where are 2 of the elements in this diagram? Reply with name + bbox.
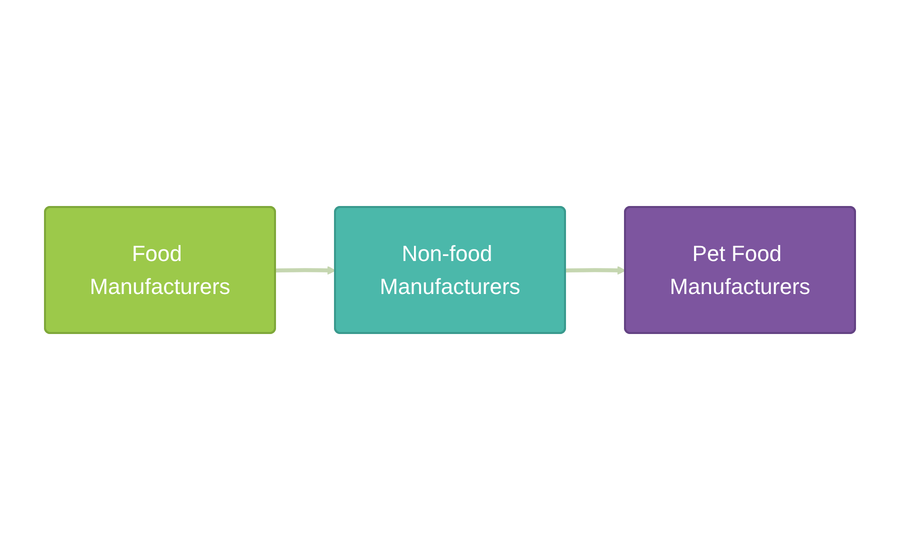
arrow <box>565 265 626 274</box>
arrow <box>275 265 336 274</box>
